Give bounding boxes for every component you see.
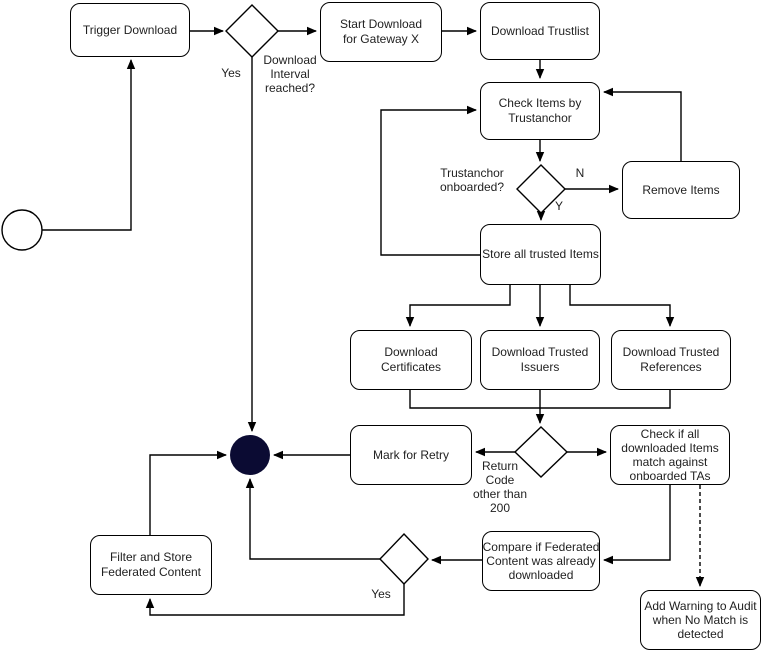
start-node [1,209,43,251]
label-yes-branch: Y [554,199,564,213]
edge-remove-items-to-check-items [603,87,682,161]
node-remove-items: Remove Items [622,161,740,219]
node-trigger-download: Trigger Download [70,3,190,57]
edge-store-to-certificates [405,285,511,327]
node-download-trustlist: Download Trustlist [480,2,600,60]
edge-fed-decision-to-merge [245,478,380,560]
node-download-issuers: Download Trusted Issuers [480,330,600,390]
node-start-download: Start Download for Gateway X [320,2,442,62]
label-yes-top: Yes [221,66,241,80]
edge-fed-decision-to-filter-store [145,584,405,616]
label-yes-bottom: Yes [371,587,391,601]
edge-store-items-to-check-items-loop [380,105,480,256]
edge-filter-store-to-merge [149,450,227,535]
label-download-interval-question: Download Interval reached? [263,53,317,95]
edge-start-to-trigger [42,59,136,231]
label-trustanchor-question: Trustanchor onboarded? [439,166,505,194]
node-filter-store: Filter and Store Federated Content [90,535,212,595]
merge-node [230,435,270,475]
node-check-match: Check if all downloaded Items match agai… [610,425,730,485]
edge-check-match-to-compare [603,485,671,565]
edge-store-to-references [569,285,675,327]
label-no-branch: N [575,166,585,180]
node-store-items: Store all trusted Items [480,224,601,285]
node-download-references: Download Trusted References [611,330,731,390]
edge-certificates-merge [409,390,540,409]
node-mark-for-retry: Mark for Retry [350,425,472,485]
node-add-warning: Add Warning to Audit when No Match is de… [640,590,761,650]
decision-trustanchor-onboarded [516,164,566,214]
label-return-code: Return Code other than 200 [472,459,528,515]
decision-return-code [513,426,569,478]
node-download-certificates: Download Certificates [350,330,472,390]
node-check-items: Check Items by Trustanchor [480,82,600,140]
node-compare-federated: Compare if Federated Content was already… [482,531,600,591]
decision-already-downloaded [379,532,429,586]
edge-references-merge [540,390,671,409]
decision-download-interval [225,4,279,58]
